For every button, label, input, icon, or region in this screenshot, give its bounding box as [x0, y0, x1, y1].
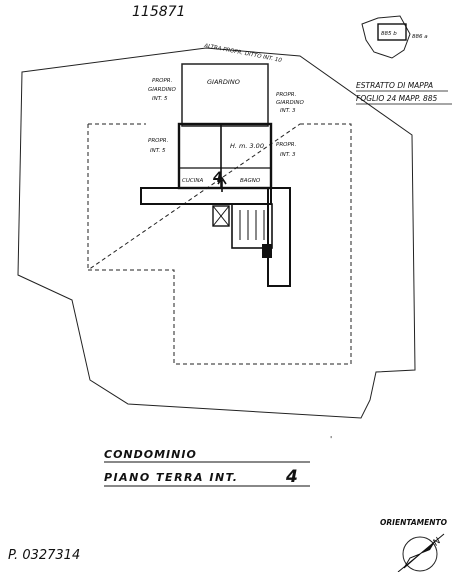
kitchen-label: CUCINA [182, 178, 203, 184]
north-label: N [432, 536, 444, 548]
height-label: H. m. 3.00 [230, 142, 264, 150]
reference-number: P. 0327314 [8, 548, 80, 563]
corridor-strip [140, 187, 272, 205]
map-extract-title: ESTRATTO DI MAPPA [356, 81, 433, 90]
owner-garden-right-line1: PROPR. [276, 92, 297, 98]
top-scribble: 115871 [132, 4, 185, 20]
map-extract-sketch: 885 b 886 a [361, 15, 428, 59]
owner-garden-left-line3: INT. 5 [152, 96, 168, 102]
parcel-side-label: 886 a [412, 34, 428, 40]
floor-unit-number: 4 [285, 467, 298, 487]
small-block [262, 244, 272, 258]
tick-mark: ' [330, 435, 332, 444]
owner-garden-right-line2: GIARDINO [276, 100, 304, 106]
map-extract-sheet: FOGLIO 24 MAPP. 885 [356, 94, 438, 103]
entrance-arrow [217, 176, 227, 192]
parcel-box-label: 885 b [381, 31, 397, 37]
lot-outline-dashed [86, 123, 352, 365]
owner-right-line2: INT. 3 [280, 152, 296, 158]
owner-left-line1: PROPR. [148, 138, 169, 144]
orientation-label: ORIENTAMENTO [380, 518, 448, 527]
garden-area [181, 63, 269, 127]
stair-block [231, 203, 273, 249]
floor-title: PIANO TERRA INT. [104, 471, 238, 484]
compass-icon [397, 533, 445, 572]
shaft-column [267, 187, 291, 287]
property-boundary [17, 47, 416, 419]
unit-number: 4 [212, 170, 223, 186]
building-title: CONDOMINIO [104, 448, 197, 461]
owner-left-line2: INT. 5 [150, 148, 166, 154]
owner-garden-right-line3: INT. 3 [280, 108, 296, 114]
garden-label: GIARDINO [207, 78, 240, 86]
parcel-box [377, 23, 407, 41]
bathroom-label: BAGNO [240, 178, 261, 184]
stair-landing [212, 205, 230, 227]
owner-garden-left-line2: GIARDINO [148, 87, 176, 93]
owner-garden-left-line1: PROPR. [152, 78, 173, 84]
landing-cross [212, 205, 230, 227]
owner-right-line1: PROPR. [276, 142, 297, 148]
